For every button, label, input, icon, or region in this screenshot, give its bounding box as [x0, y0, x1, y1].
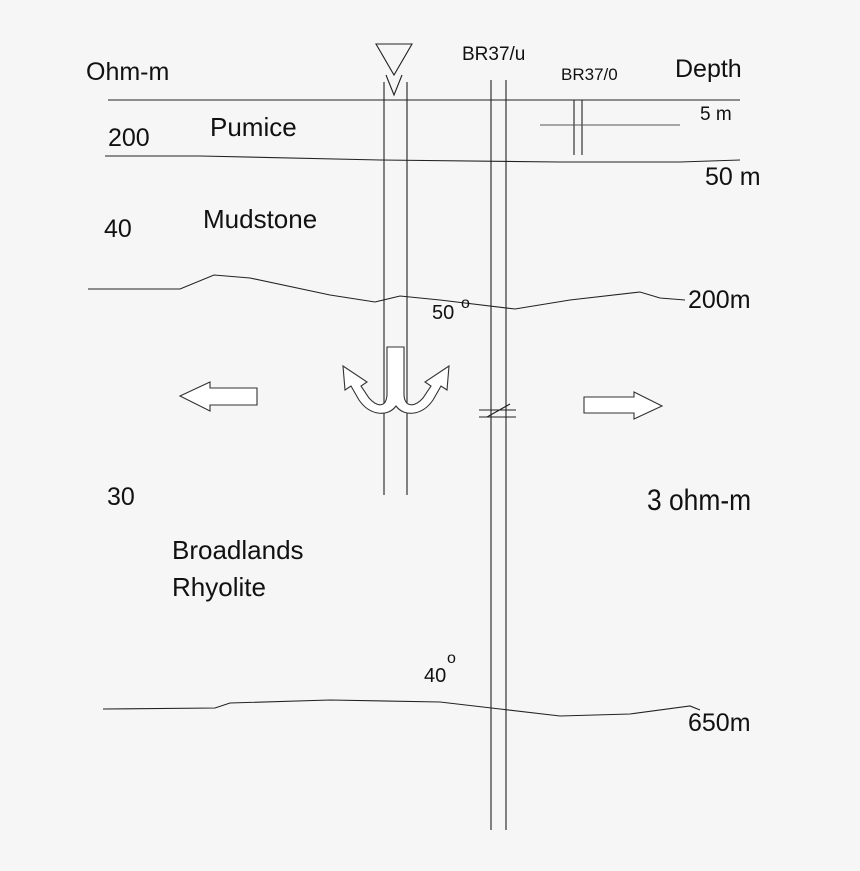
- rhyolite-resistivity: 30: [107, 483, 135, 511]
- feed-zone-slash: [486, 403, 511, 418]
- left-flow-arrow-icon: [178, 381, 258, 412]
- reservoir-resistivity: 3 ohm-m: [647, 482, 751, 516]
- depth-50m: 50 m: [705, 163, 761, 191]
- depth-200m: 200m: [688, 286, 751, 314]
- depth-5m: 5 m: [700, 104, 732, 125]
- pumice-resistivity: 200: [108, 124, 150, 152]
- boundary-200m: [88, 274, 686, 310]
- boundary-650m: [102, 699, 701, 717]
- boundary-50m: [105, 155, 741, 163]
- mudstone-resistivity: 40: [104, 215, 132, 243]
- resistivity-header: Ohm-m: [86, 58, 169, 86]
- well-label-br370: BR37/0: [561, 65, 618, 84]
- mudstone-name: Mudstone: [203, 204, 317, 234]
- depth-650m: 650m: [688, 709, 751, 737]
- well-label-br37u: BR37/u: [462, 44, 525, 65]
- right-flow-arrow-icon: [583, 391, 664, 420]
- injection-triangle-icon: [375, 43, 413, 77]
- rhyolite-name-line-2: Rhyolite: [172, 572, 266, 602]
- outflow-trident-icon: [342, 346, 450, 414]
- depth-header: Depth: [675, 55, 742, 83]
- injection-stem-icon: [385, 74, 403, 97]
- dip-angle-50: 50: [432, 302, 454, 324]
- dip-angle-40: 40: [424, 665, 446, 687]
- rhyolite-name-line-1: Broadlands: [172, 535, 304, 565]
- dip-angle-40-degree: o: [447, 650, 456, 667]
- pumice-name: Pumice: [210, 112, 297, 142]
- dip-angle-50-degree: o: [461, 295, 470, 312]
